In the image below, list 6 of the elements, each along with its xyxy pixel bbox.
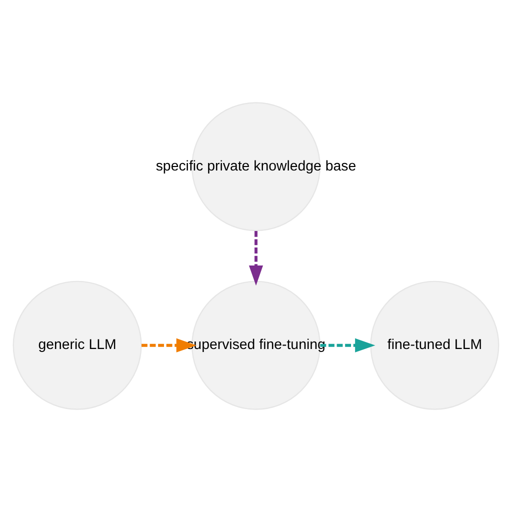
node-label: specific private knowledge base	[156, 158, 356, 174]
node-circle: fine-tuned LLM	[370, 280, 500, 410]
arrow	[248, 231, 264, 286]
node-circle: generic LLM	[12, 280, 142, 410]
arrow	[320, 338, 376, 352]
arrow	[142, 338, 197, 352]
